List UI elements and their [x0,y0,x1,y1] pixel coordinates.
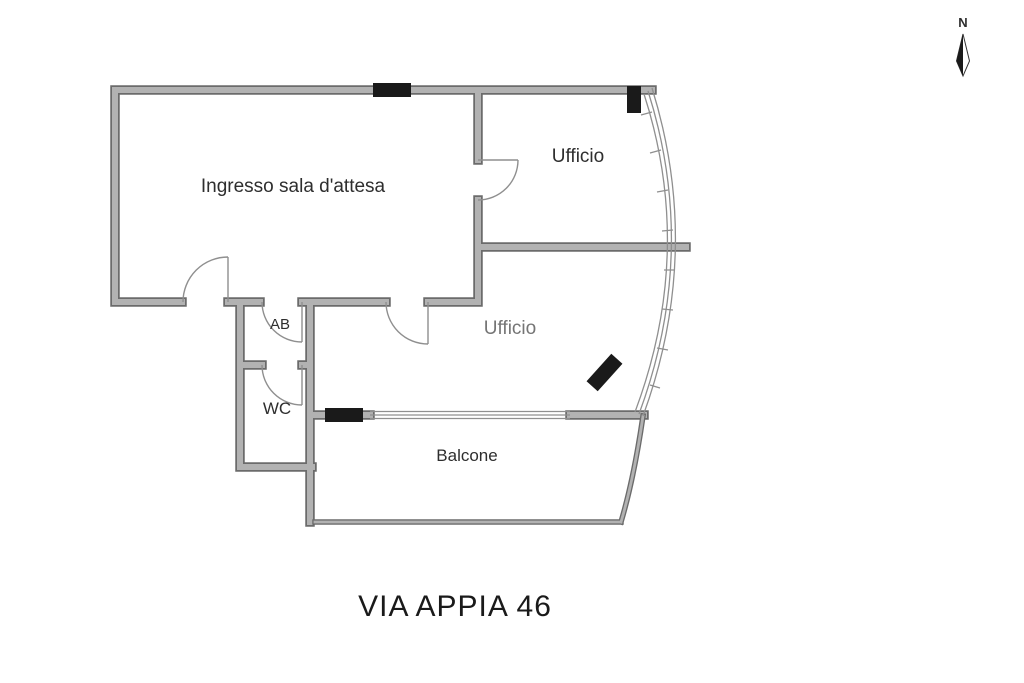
ufficio-mid-door [385,301,429,345]
wc-door [261,364,303,406]
room-labels: Ingresso sala d'attesa Ufficio Ufficio A… [201,146,604,465]
curved-window-inner [634,93,669,413]
label-ab: AB [270,316,290,333]
compass-needle-dark-half [956,34,963,76]
balcony-window-lines [370,410,570,420]
fixture-balcony-wall [325,408,363,422]
label-wc: WC [263,399,291,418]
doors [182,159,519,406]
fixture-ufficio-mid [586,353,623,392]
fixture-top-wall [373,83,411,97]
plan-title: VIA APPIA 46 [358,590,552,623]
curved-window-outer [642,87,677,417]
balcony-edge-fill [313,414,645,524]
label-ufficio-top: Ufficio [552,146,604,167]
curved-window-middle [638,90,673,415]
label-ingresso: Ingresso sala d'attesa [201,176,386,197]
balcony-edge [312,412,647,526]
compass: N [955,15,971,78]
fixtures [325,83,641,422]
ab-door [261,301,303,343]
entry-door [182,256,229,303]
label-ufficio-mid: Ufficio [484,318,536,339]
fixture-ufficio-top [627,86,641,113]
compass-north-label: N [958,15,967,30]
window-ticks [640,111,675,389]
ufficio-top-door [477,159,519,201]
label-balcone: Balcone [436,446,497,465]
windows [370,87,677,420]
balcony-edge-outline [312,412,647,526]
